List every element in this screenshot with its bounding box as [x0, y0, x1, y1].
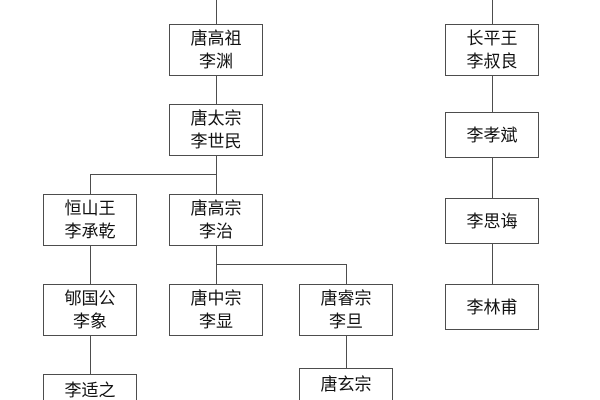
node-name-line: 李世民	[190, 132, 242, 151]
node-name-line: 李孝斌	[466, 125, 518, 145]
node-li-xiaobin: 李孝斌	[445, 112, 539, 158]
node-title-line: 长平王	[466, 29, 518, 48]
node-title-line: 唐高宗	[190, 199, 242, 218]
node-tang-xuanzong: 唐玄宗	[299, 368, 393, 400]
node-hengshan-wang-li-chengqian: 恒山王 李承乾	[43, 194, 137, 246]
node-title-line: 唐玄宗	[320, 375, 372, 394]
node-tang-taizong-li-shimin: 唐太宗 李世民	[169, 104, 263, 156]
node-title-line: 唐睿宗	[320, 289, 372, 308]
node-li-shizhi: 李适之	[43, 374, 137, 400]
node-li-linfu: 李林甫	[445, 284, 539, 330]
node-name-line: 李思诲	[466, 211, 518, 231]
node-title-line: 唐中宗	[190, 289, 242, 308]
node-name-line: 李显	[199, 312, 233, 331]
node-name-line: 李叔良	[466, 52, 518, 71]
node-xun-guogong-li-xiang: 郇国公 李象	[43, 284, 137, 336]
node-name-line: 李治	[199, 222, 233, 241]
node-title-line: 唐高祖	[190, 29, 242, 48]
node-changping-wang-li-shuliang: 长平王 李叔良	[445, 24, 539, 76]
node-name-line: 李适之	[64, 381, 116, 400]
node-li-sihui: 李思诲	[445, 198, 539, 244]
node-tang-gaozong-li-zhi: 唐高宗 李治	[169, 194, 263, 246]
node-tang-ruizong-li-dan: 唐睿宗 李旦	[299, 284, 393, 336]
node-title-line: 恒山王	[64, 199, 116, 218]
node-tang-gaozu-li-yuan: 唐高祖 李渊	[169, 24, 263, 76]
node-name-line: 李旦	[329, 312, 363, 331]
node-title-line: 唐太宗	[190, 109, 242, 128]
node-name-line: 李象	[73, 312, 107, 331]
node-name-line: 李林甫	[466, 297, 518, 317]
node-title-line: 郇国公	[64, 289, 116, 308]
node-name-line: 李承乾	[64, 222, 116, 241]
node-name-line: 李渊	[199, 52, 233, 71]
node-tang-zhongzong-li-xian: 唐中宗 李显	[169, 284, 263, 336]
